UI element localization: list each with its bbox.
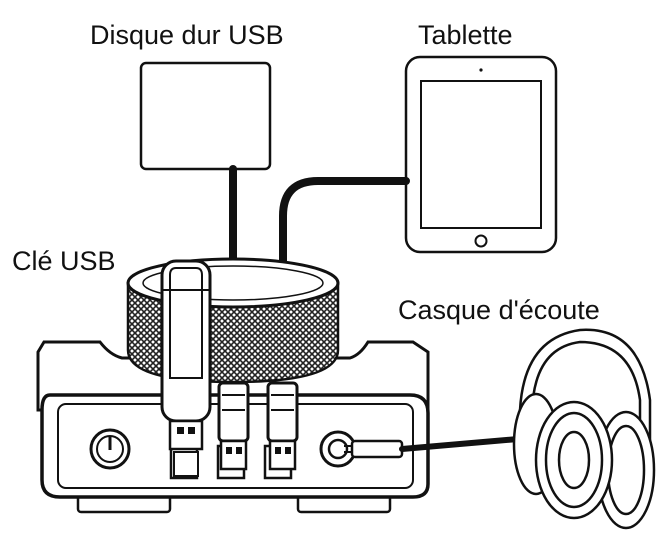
usb-plug-disk: [217, 381, 250, 471]
home-button: [474, 234, 488, 248]
tablet-device: [404, 55, 558, 254]
headphones-label: Casque d'écoute: [398, 295, 600, 325]
usb-key-label: Clé USB: [12, 246, 116, 276]
usb-hard-disk: [139, 61, 272, 171]
tablet-label: Tablette: [418, 20, 513, 50]
camera-dot: [479, 68, 483, 72]
usb-flash-key: [160, 259, 212, 477]
headphone-jack: [319, 430, 357, 468]
headphone-cable: [344, 436, 521, 459]
gain-knob: [89, 428, 131, 470]
headphones: [512, 328, 656, 530]
audio-interface: [36, 257, 430, 514]
usb-plug-tablet: [266, 381, 299, 471]
volume-knob: [126, 257, 340, 384]
usb-hard-disk-label: Disque dur USB: [90, 20, 284, 50]
